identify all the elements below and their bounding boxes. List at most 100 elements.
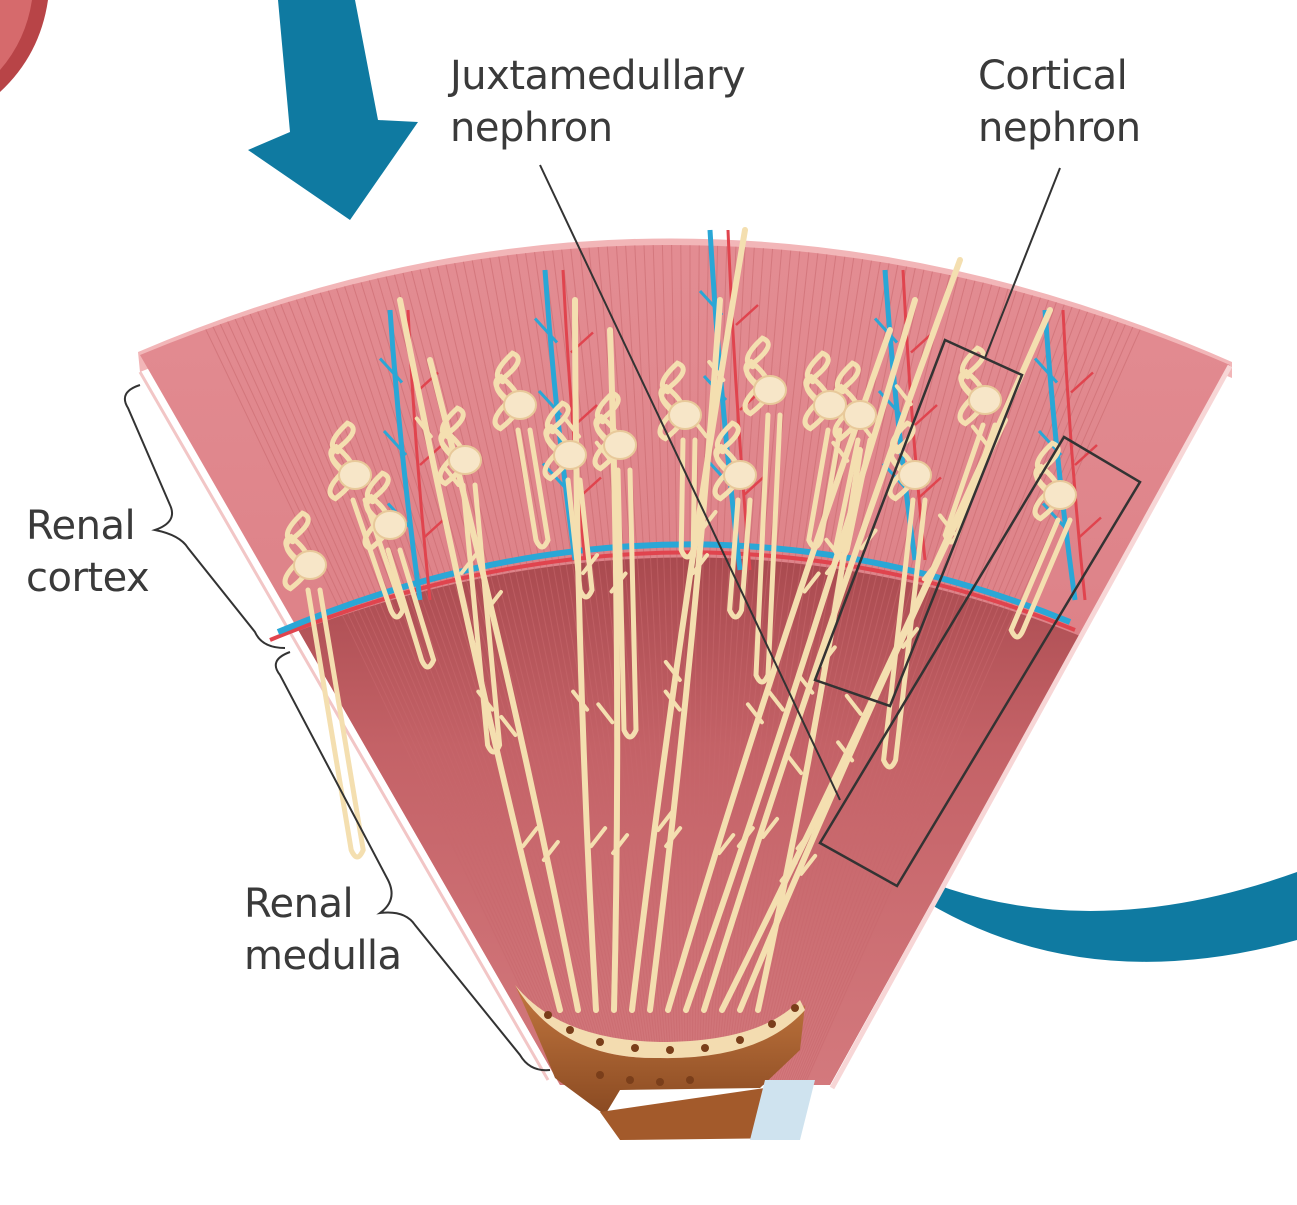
loop-of-henle	[881, 497, 928, 770]
glomerulus	[968, 385, 1002, 415]
papilla-pore	[544, 1011, 552, 1019]
papilla-pore	[686, 1076, 694, 1084]
renal-cortex-label-line2: cortex	[26, 555, 150, 601]
interlobular-vein	[542, 269, 578, 561]
renal-cortex-label: Renal cortex	[26, 500, 150, 604]
juxtamedullary-nephron-label: Juxtamedullary nephron	[450, 50, 746, 154]
duct-branch	[796, 672, 815, 695]
duct-branch	[779, 860, 798, 883]
interlobular-artery	[1061, 309, 1087, 601]
arrow-down-icon	[248, 0, 418, 220]
duct-branch	[745, 702, 764, 725]
cortical-leader	[984, 167, 1061, 359]
loop-of-henle	[565, 477, 595, 600]
collecting-duct	[755, 447, 863, 1013]
papilla-pore	[666, 1046, 674, 1054]
glomerulus	[373, 510, 407, 540]
loop-of-henle	[385, 547, 437, 670]
cortical-label-line2: nephron	[978, 105, 1141, 151]
glomerulus	[1043, 480, 1077, 510]
curved-arrow-icon	[905, 872, 1297, 962]
kidney-edge	[0, 0, 48, 92]
loop-of-henle	[515, 427, 551, 550]
artery-branch	[1070, 371, 1094, 394]
renal-medulla-label-line2: medulla	[244, 933, 402, 979]
juxtamedullary-nephron-highlight-box	[818, 435, 1142, 888]
vein-branch	[1041, 502, 1067, 529]
vein-branch	[873, 317, 899, 344]
duct-branch	[691, 553, 710, 576]
vein-branch	[533, 317, 559, 344]
glomerulus	[723, 460, 757, 490]
duct-branch	[795, 828, 814, 851]
loop-of-henle	[678, 437, 698, 560]
leader-lines	[539, 164, 1061, 801]
collecting-duct	[647, 297, 723, 1013]
glomerulus	[603, 430, 637, 460]
duct-branch	[844, 693, 863, 716]
papilla-pore	[656, 1078, 664, 1086]
papilla-pore	[566, 1026, 574, 1034]
collecting-duct	[629, 227, 748, 1013]
duct-branch	[589, 826, 608, 849]
glomerulus	[668, 400, 702, 430]
renal-medulla-label-line1: Renal	[244, 881, 354, 927]
medulla-brace	[274, 651, 551, 1072]
vein-branch	[378, 357, 404, 384]
duct-branch	[785, 753, 804, 776]
duct-branch	[836, 740, 855, 763]
glomerulus	[338, 460, 372, 490]
loop-of-henle	[615, 467, 639, 740]
duct-branch	[499, 715, 518, 737]
loop-of-henle	[350, 497, 406, 620]
duct-branch	[521, 826, 540, 849]
duct-branch	[799, 853, 818, 876]
duct-branch	[802, 571, 821, 594]
duct-branch	[611, 833, 630, 856]
interlobular-artery	[561, 269, 587, 561]
duct-branch	[594, 440, 613, 463]
glomerulus	[553, 440, 587, 470]
artery-branch	[1074, 444, 1098, 466]
artery-branch	[743, 474, 767, 496]
vein-branch	[1033, 357, 1059, 384]
duct-branch	[818, 645, 837, 668]
artery-branch	[918, 476, 942, 499]
papilla-pore	[736, 1036, 744, 1044]
loop-of-henle	[460, 482, 503, 755]
juxtamedullary-label-line2: nephron	[450, 105, 613, 151]
artery-branch	[1078, 516, 1102, 539]
duct-branch	[484, 590, 503, 612]
vein-branch	[382, 429, 408, 457]
loop-of-henle	[1008, 517, 1073, 640]
artery-branch	[914, 404, 938, 426]
glomerulus	[843, 400, 877, 430]
papilla-pore	[596, 1071, 604, 1079]
collecting-duct	[572, 297, 599, 1013]
glomerulus	[448, 445, 482, 475]
juxtamedullary-label-line1: Juxtamedullary	[450, 53, 746, 99]
artery-branch	[735, 304, 759, 326]
juxtamedullary-leader	[539, 164, 841, 801]
cortex-brace	[124, 384, 286, 649]
duct-branch	[414, 416, 433, 439]
nephron-tubules	[282, 227, 1073, 1013]
loop-of-henle	[727, 497, 753, 620]
duct-branch	[664, 826, 683, 849]
renal-cortex-label-line1: Renal	[26, 503, 136, 549]
papilla-pore	[596, 1038, 604, 1046]
cortical-label-line1: Cortical	[978, 53, 1128, 99]
duct-branch	[766, 689, 785, 712]
vein-branch	[877, 389, 903, 417]
glomerulus	[293, 550, 327, 580]
duct-branch	[761, 816, 780, 839]
glomerulus	[898, 460, 932, 490]
loop-of-henle	[753, 412, 783, 685]
artery-branch	[423, 516, 447, 539]
duct-branch	[663, 689, 682, 712]
glomerulus	[503, 390, 537, 420]
papilla-pore	[631, 1044, 639, 1052]
interlobular-vein	[387, 309, 423, 601]
